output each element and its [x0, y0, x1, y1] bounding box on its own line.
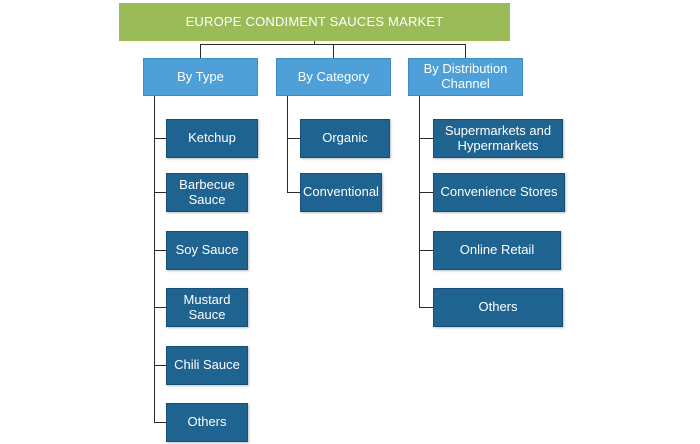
- connector-channel-tick: [419, 192, 433, 193]
- connector-type-tick: [154, 365, 166, 366]
- connector-channel-tick: [419, 307, 433, 308]
- connector-category-spine: [287, 96, 288, 193]
- channel-item-online-retail: Online Retail: [433, 231, 561, 270]
- connector-type-tick: [154, 250, 166, 251]
- connector-category-tick: [287, 192, 300, 193]
- connector-type-drop: [200, 44, 201, 58]
- type-item-others: Others: [166, 403, 248, 442]
- type-item-mustard-sauce: Mustard Sauce: [166, 288, 248, 327]
- connector-channel-tick: [419, 250, 433, 251]
- connector-type-tick: [154, 192, 166, 193]
- connector-type-tick: [154, 307, 166, 308]
- connector-channel-tick: [419, 138, 433, 139]
- category-item-organic: Organic: [300, 119, 390, 158]
- diagram-title: EUROPE CONDIMENT SAUCES MARKET: [119, 3, 510, 41]
- channel-item-convenience-stores: Convenience Stores: [433, 173, 565, 212]
- branch-by-category: By Category: [276, 58, 391, 96]
- connector-root-stem: [314, 41, 315, 45]
- connector-type-spine: [154, 96, 155, 423]
- branch-by-type: By Type: [143, 58, 258, 96]
- connector-channel-spine: [419, 96, 420, 308]
- channel-item-supermarkets-hypermarkets: Supermarkets and Hypermarkets: [433, 119, 563, 158]
- type-item-soy-sauce: Soy Sauce: [166, 231, 248, 270]
- channel-item-others: Others: [433, 288, 563, 327]
- type-item-ketchup: Ketchup: [166, 119, 258, 158]
- connector-category-drop: [333, 44, 334, 58]
- type-item-barbecue-sauce: Barbecue Sauce: [166, 173, 248, 212]
- connector-category-tick: [287, 138, 300, 139]
- category-item-conventional: Conventional: [300, 173, 382, 212]
- connector-type-tick: [154, 138, 166, 139]
- branch-by-distribution-channel: By Distribution Channel: [408, 58, 523, 96]
- type-item-chili-sauce: Chili Sauce: [166, 346, 248, 385]
- connector-type-tick: [154, 422, 166, 423]
- connector-channel-drop: [465, 44, 466, 58]
